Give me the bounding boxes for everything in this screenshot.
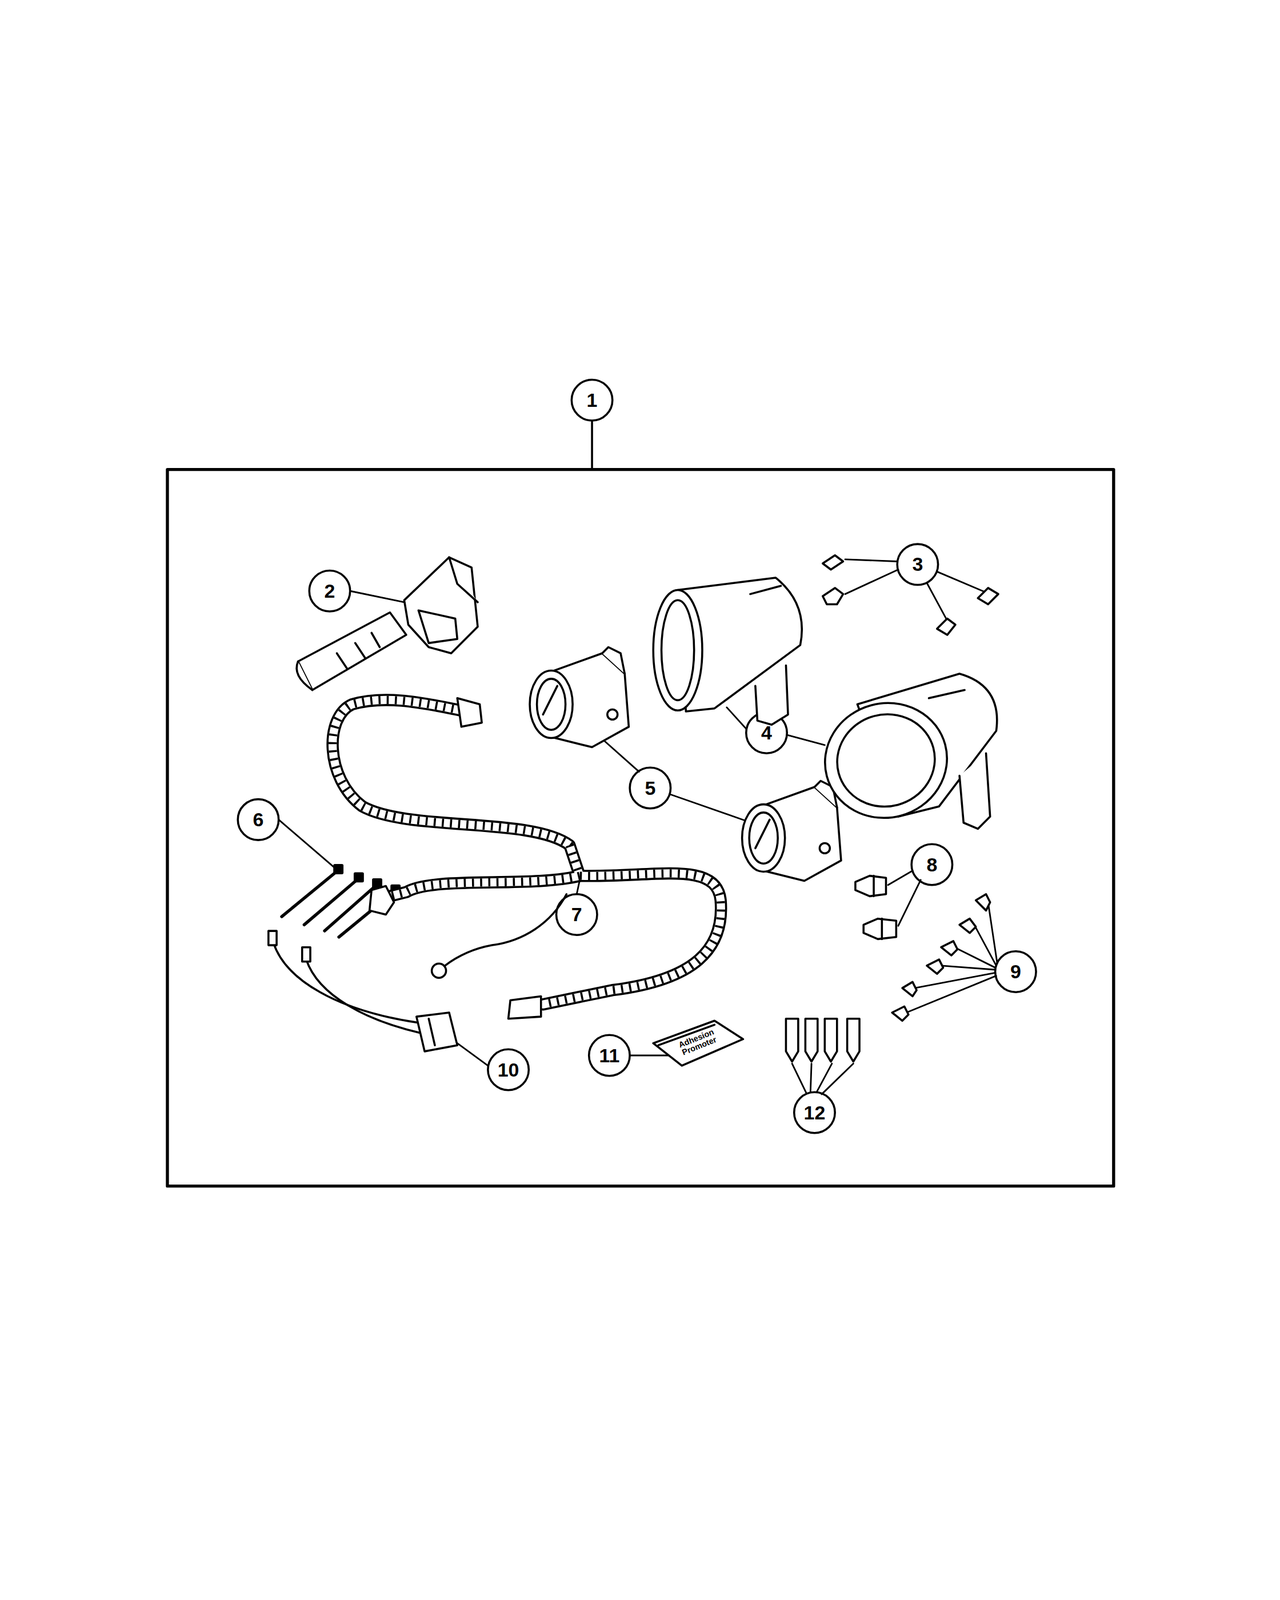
tape-tabs (785, 1018, 860, 1062)
cable-ties (281, 865, 399, 938)
callout-number: 6 (252, 809, 264, 830)
callout-number: 3 (912, 554, 923, 575)
multifunction-switch (296, 557, 478, 690)
jumper-harness (268, 930, 458, 1052)
trim-clips (892, 894, 990, 1021)
callout-number: 4 (761, 723, 772, 743)
callout-number: 7 (571, 905, 583, 925)
kit-frame (167, 421, 1114, 1187)
callout-number: 1 (586, 390, 598, 410)
fog-lamp (742, 781, 842, 882)
callout-number: 2 (324, 581, 336, 601)
screws (822, 555, 999, 635)
fog-lamp-harness (332, 698, 722, 1019)
callout-number: 11 (598, 1045, 620, 1066)
adhesion-promoter-packet (653, 1020, 743, 1066)
fog-lamp (529, 647, 629, 748)
leader-lines (278, 559, 998, 1095)
callout-number: 10 (497, 1060, 520, 1080)
callout-number: 9 (1010, 962, 1022, 982)
callout-number: 5 (644, 778, 656, 798)
push-pins (855, 876, 896, 940)
callout-number: 12 (804, 1102, 826, 1123)
callout-circles (237, 379, 1036, 1133)
callout-number: 8 (926, 854, 938, 875)
lamp-bezel (812, 673, 998, 832)
lamp-bezel (653, 577, 802, 725)
